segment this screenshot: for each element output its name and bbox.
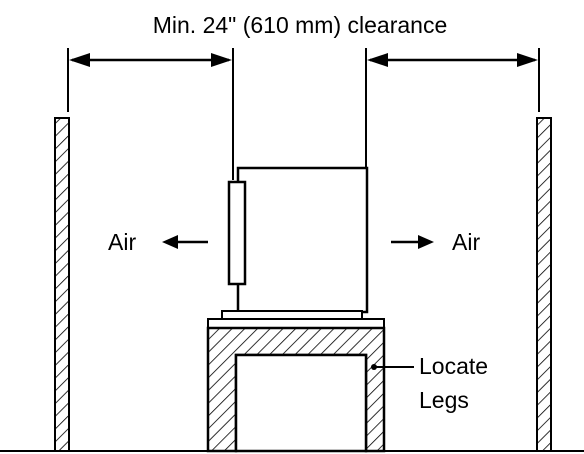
air-flow-right: Air bbox=[391, 229, 480, 255]
appliance-base bbox=[207, 310, 385, 329]
appliance-door bbox=[227, 180, 247, 286]
arrow-left-icon bbox=[162, 235, 178, 249]
arrow-right-icon bbox=[418, 235, 434, 249]
right-wall bbox=[536, 117, 552, 452]
appliance-cabinet bbox=[236, 166, 369, 314]
leg-stand bbox=[206, 326, 386, 453]
air-left-label: Air bbox=[108, 229, 136, 255]
locate-legs-callout: Locate Legs bbox=[371, 353, 488, 413]
left-clearance-dimension bbox=[69, 53, 232, 67]
left-wall bbox=[54, 117, 70, 452]
clearance-title: Min. 24" (610 mm) clearance bbox=[153, 12, 448, 38]
air-right-label: Air bbox=[452, 229, 480, 255]
air-flow-left: Air bbox=[108, 229, 208, 255]
locate-legs-label-line1: Locate bbox=[419, 353, 488, 379]
locate-legs-label-line2: Legs bbox=[419, 387, 469, 413]
right-clearance-dimension bbox=[367, 53, 538, 67]
